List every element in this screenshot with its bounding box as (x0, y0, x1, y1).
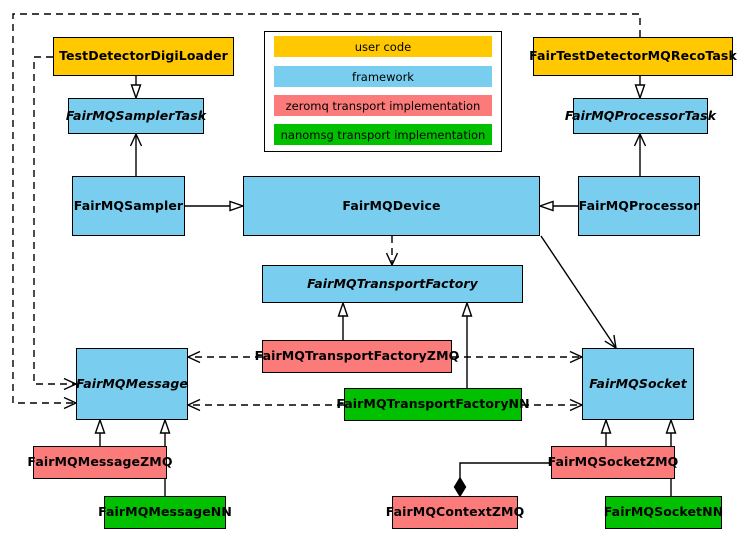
class-box-FairMQMessageNN[interactable]: FairMQMessageNN (98, 496, 232, 529)
class-box-FairMQTransportFactoryNN[interactable]: FairMQTransportFactoryNN (336, 388, 530, 421)
class-box-FairMQMessageZMQ[interactable]: FairMQMessageZMQ (27, 446, 172, 479)
legend-item-2: zeromq transport implementation (274, 95, 492, 116)
class-box-FairMQSocketZMQ[interactable]: FairMQSocketZMQ (548, 446, 678, 479)
class-box-label: FairMQMessageNN (98, 504, 232, 520)
class-box-label: FairMQDevice (342, 197, 441, 213)
legend-item-label: framework (352, 69, 414, 84)
class-box-label: FairMQSampler (73, 197, 184, 213)
class-box-FairMQContextZMQ[interactable]: FairMQContextZMQ (386, 496, 524, 529)
class-box-FairMQProcessorTask[interactable]: FairMQProcessorTask (565, 98, 716, 134)
legend-item-label: nanomsg transport implementation (280, 127, 486, 142)
class-box-label: FairTestDetectorMQRecoTask (529, 48, 737, 64)
class-box-FairMQSocketNN[interactable]: FairMQSocketNN (603, 496, 724, 529)
class-box-label: TestDetectorDigiLoader (59, 48, 228, 64)
class-box-label: FairMQSocketZMQ (547, 454, 679, 470)
legend-item-3: nanomsg transport implementation (274, 124, 492, 145)
class-box-FairMQSamplerTask[interactable]: FairMQSamplerTask (65, 98, 207, 134)
class-box-FairMQSocket[interactable]: FairMQSocket (582, 348, 694, 420)
class-box-FairMQTransportFactoryZMQ[interactable]: FairMQTransportFactoryZMQ (255, 340, 459, 373)
class-box-FairMQMessage[interactable]: FairMQMessage (76, 348, 188, 420)
class-box-label: FairMQSocketNN (603, 504, 724, 520)
class-box-FairMQDevice[interactable]: FairMQDevice (243, 176, 540, 236)
class-box-label: FairMQProcessor (578, 197, 700, 213)
class-box-label: FairMQProcessorTask (564, 107, 717, 123)
legend-item-label: zeromq transport implementation (285, 98, 481, 113)
class-box-label: FairMQSocket (589, 375, 687, 391)
legend-item-0: user code (274, 36, 492, 57)
class-box-label: FairMQMessage (76, 375, 189, 391)
class-box-label: FairMQTransportFactory (307, 275, 478, 291)
legend-item-label: user code (354, 39, 412, 54)
class-box-FairMQTransportFactory[interactable]: FairMQTransportFactory (262, 265, 523, 303)
class-box-FairTestDetectorMQRecoTask[interactable]: FairTestDetectorMQRecoTask (529, 37, 737, 76)
legend-item-1: framework (274, 66, 492, 87)
class-box-label: FairMQTransportFactoryNN (336, 396, 530, 412)
class-box-FairMQSampler[interactable]: FairMQSampler (72, 176, 185, 236)
class-box-label: FairMQTransportFactoryZMQ (254, 348, 460, 364)
class-box-label: FairMQSamplerTask (65, 107, 207, 123)
class-box-TestDetectorDigiLoader[interactable]: TestDetectorDigiLoader (53, 37, 234, 76)
class-box-FairMQProcessor[interactable]: FairMQProcessor (578, 176, 700, 236)
class-box-label: FairMQMessageZMQ (27, 454, 173, 470)
class-box-label: FairMQContextZMQ (385, 504, 525, 520)
